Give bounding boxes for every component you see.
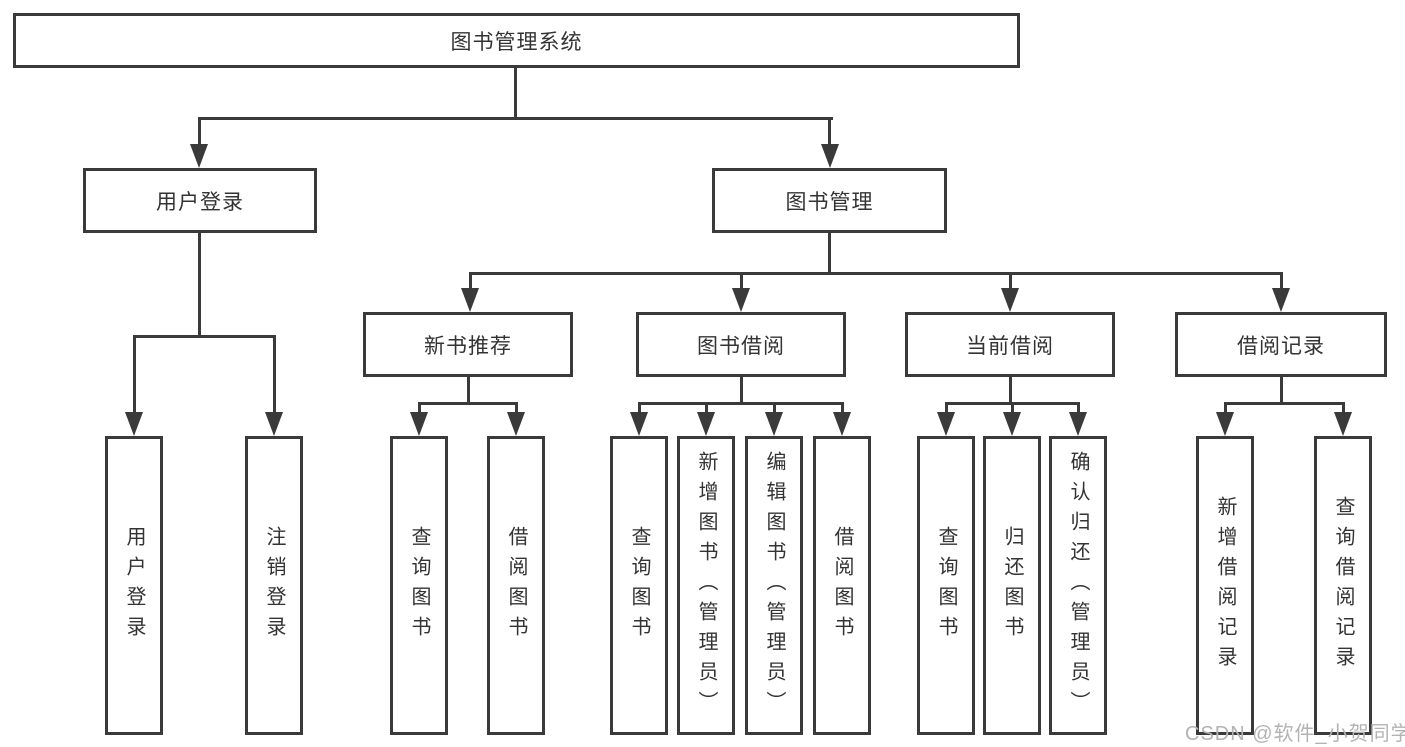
connector-g4-stem xyxy=(1009,377,1012,405)
arrowhead-g3-c4 xyxy=(833,412,851,436)
leaf-add-borrow-record: 新增借阅记录 xyxy=(1196,436,1254,735)
node-current-borrow: 当前借阅 xyxy=(905,312,1115,377)
arrowhead-g2-c1 xyxy=(410,412,428,436)
leaf-logout: 注销登录 xyxy=(245,436,303,735)
connector-mgmt-branch xyxy=(469,272,1283,275)
connector-mgmt-stem xyxy=(828,233,831,275)
arrowhead-login-child2 xyxy=(265,412,283,436)
node-library-system: 图书管理系统 xyxy=(13,13,1020,68)
leaf-user-login: 用户登录 xyxy=(105,436,163,735)
leaf-query-borrow-record: 查询借阅记录 xyxy=(1314,436,1372,735)
connector-user-login-shaft xyxy=(198,117,201,147)
arrowhead-borrow xyxy=(732,288,750,312)
connector-g5-stem xyxy=(1280,377,1283,405)
connector-root-branch xyxy=(198,117,833,120)
arrowhead-newbook xyxy=(461,288,479,312)
arrowhead-login-child1 xyxy=(125,412,143,436)
connector-g2-c1-shaft xyxy=(418,402,421,416)
arrowhead-book-mgmt xyxy=(821,144,839,168)
connector-g4-c2-shaft xyxy=(1011,402,1014,416)
connector-g2-branch xyxy=(418,402,518,405)
connector-g3-stem xyxy=(740,377,743,405)
watermark: CSDN @软件_小贺同学 xyxy=(1185,723,1405,745)
arrowhead-g3-c2 xyxy=(697,412,715,436)
leaf-edit-books-admin: 编辑图书（管理员） xyxy=(745,436,803,735)
connector-login-branch xyxy=(133,335,276,338)
arrowhead-g3-c3 xyxy=(765,412,783,436)
arrowhead-g5-c1 xyxy=(1216,412,1234,436)
connector-login-stem xyxy=(198,233,201,338)
arrowhead-g2-c2 xyxy=(507,412,525,436)
connector-login-child2-shaft xyxy=(273,335,276,417)
leaf-query-books-recommend: 查询图书 xyxy=(390,436,448,735)
leaf-borrow-books-recommend: 借阅图书 xyxy=(487,436,545,735)
connector-borrow-shaft xyxy=(740,272,743,292)
connector-g3-branch xyxy=(638,402,844,405)
arrowhead-records xyxy=(1272,288,1290,312)
arrowhead-g4-c2 xyxy=(1003,412,1021,436)
connector-g4-c3-shaft xyxy=(1077,402,1080,416)
node-book-borrow: 图书借阅 xyxy=(636,312,846,377)
connector-g3-c4-shaft xyxy=(841,402,844,416)
leaf-confirm-return-admin: 确认归还（管理员） xyxy=(1049,436,1107,735)
node-book-management: 图书管理 xyxy=(712,168,947,233)
connector-g4-c1-shaft xyxy=(945,402,948,416)
leaf-add-books-admin: 新增图书（管理员） xyxy=(677,436,735,735)
arrowhead-g3-c1 xyxy=(630,412,648,436)
leaf-return-books: 归还图书 xyxy=(983,436,1041,735)
arrowhead-g4-c1 xyxy=(937,412,955,436)
node-borrow-records: 借阅记录 xyxy=(1175,312,1387,377)
connector-g2-c2-shaft xyxy=(515,402,518,416)
connector-newbook-shaft xyxy=(469,272,472,292)
arrowhead-current xyxy=(1001,288,1019,312)
connector-root-stem xyxy=(514,68,517,120)
connector-book-mgmt-shaft xyxy=(828,117,831,147)
arrowhead-g5-c2 xyxy=(1334,412,1352,436)
connector-g3-c1-shaft xyxy=(638,402,641,416)
arrowhead-g4-c3 xyxy=(1069,412,1087,436)
connector-g2-stem xyxy=(467,377,470,405)
leaf-borrow-books: 借阅图书 xyxy=(813,436,871,735)
node-user-login: 用户登录 xyxy=(83,168,317,233)
connector-g5-c2-shaft xyxy=(1342,402,1345,416)
arrowhead-user-login xyxy=(190,144,208,168)
connector-g5-c1-shaft xyxy=(1224,402,1227,416)
leaf-query-books-borrow: 查询图书 xyxy=(610,436,668,735)
connector-login-child1-shaft xyxy=(133,335,136,417)
connector-g3-c3-shaft xyxy=(773,402,776,416)
connector-g3-c2-shaft xyxy=(705,402,708,416)
connector-g5-branch xyxy=(1224,402,1345,405)
connector-current-shaft xyxy=(1009,272,1012,292)
node-new-book-recommend: 新书推荐 xyxy=(363,312,573,377)
leaf-query-books-current: 查询图书 xyxy=(917,436,975,735)
connector-records-shaft xyxy=(1280,272,1283,292)
